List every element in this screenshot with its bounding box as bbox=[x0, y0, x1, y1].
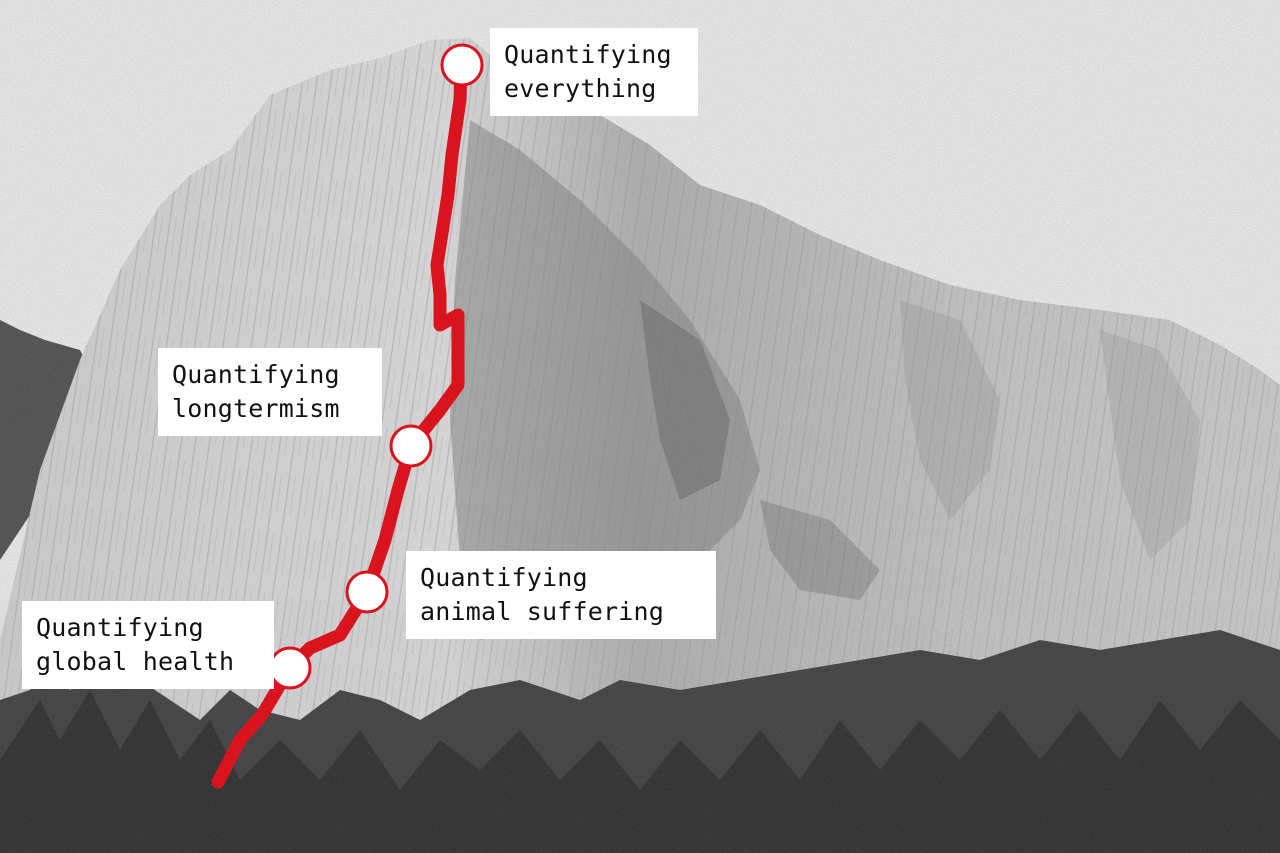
label-quantifying-global-health: Quantifying global health bbox=[22, 601, 274, 689]
milestone-marker-global-health bbox=[268, 646, 312, 690]
label-quantifying-animal-suffering: Quantifying animal suffering bbox=[406, 551, 716, 639]
label-quantifying-everything: Quantifying everything bbox=[490, 28, 698, 116]
milestone-marker-everything bbox=[440, 43, 484, 87]
milestone-marker-longtermism bbox=[389, 424, 433, 468]
milestone-marker-animal-suffering bbox=[345, 570, 389, 614]
label-quantifying-longtermism: Quantifying longtermism bbox=[158, 348, 382, 436]
